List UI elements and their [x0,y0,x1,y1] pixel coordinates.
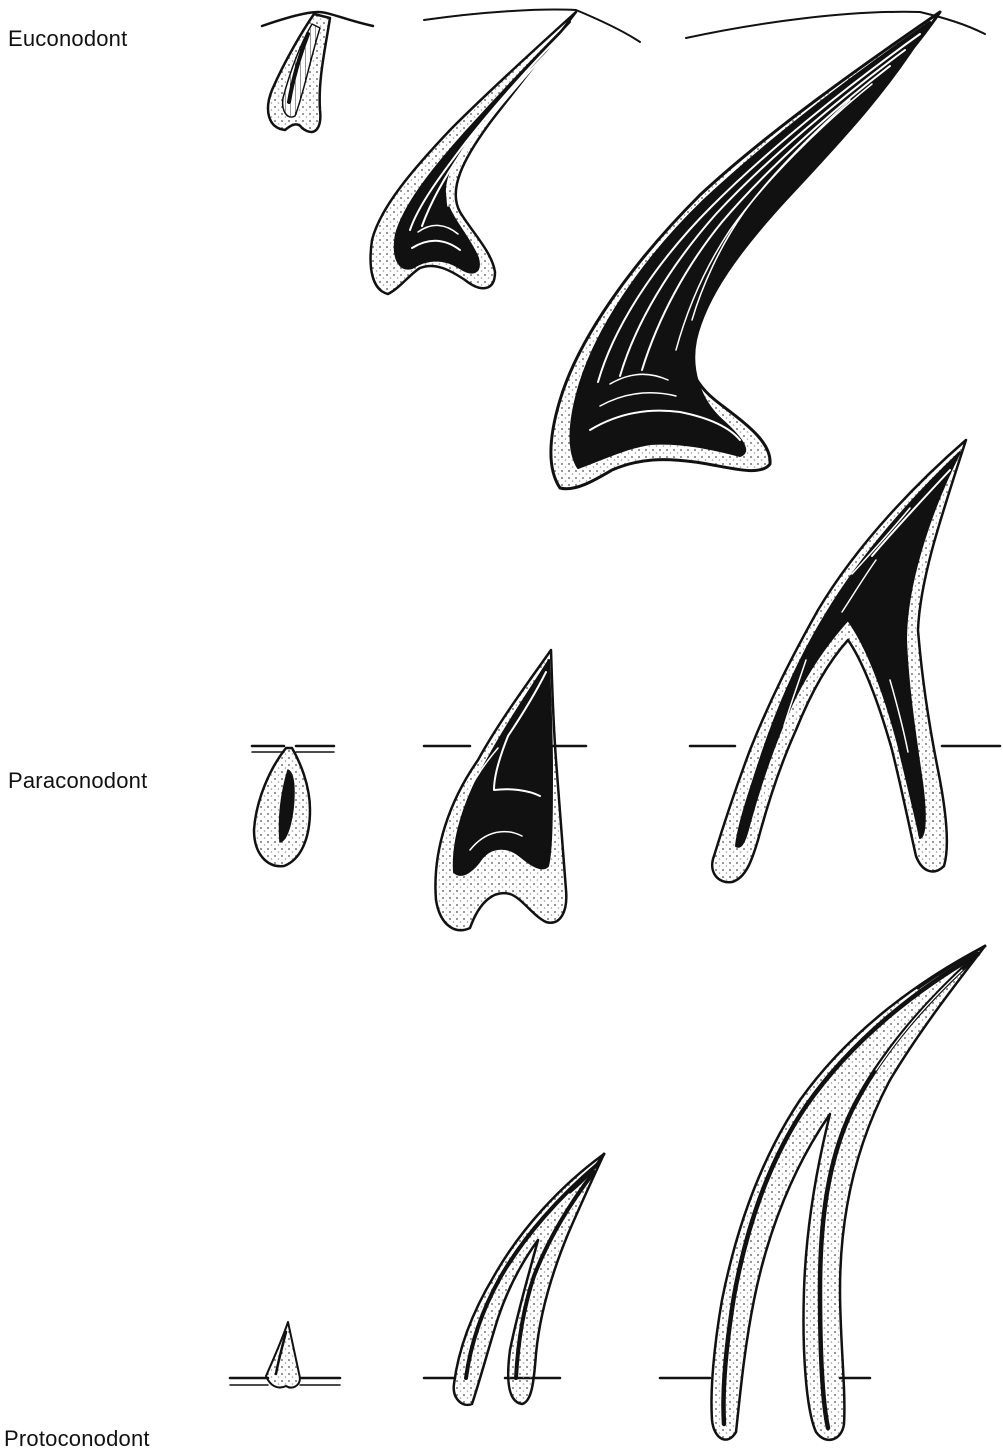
euconodont-stage-2 [371,9,640,294]
protoconodont-stage-1 [230,1322,340,1388]
paraconodont-stage-3 [690,440,1000,882]
paraconodont-stage-1 [252,746,334,866]
euconodont-row [262,9,985,488]
protoconodont-stage-2 [424,1154,604,1405]
protoconodont-row [230,946,985,1440]
euconodont-stage-1 [262,12,373,132]
protoconodont-stage-3 [660,946,985,1440]
paraconodont-row [252,440,1000,930]
euconodont-stage-3 [551,12,985,489]
paraconodont-stage-2 [424,650,586,930]
